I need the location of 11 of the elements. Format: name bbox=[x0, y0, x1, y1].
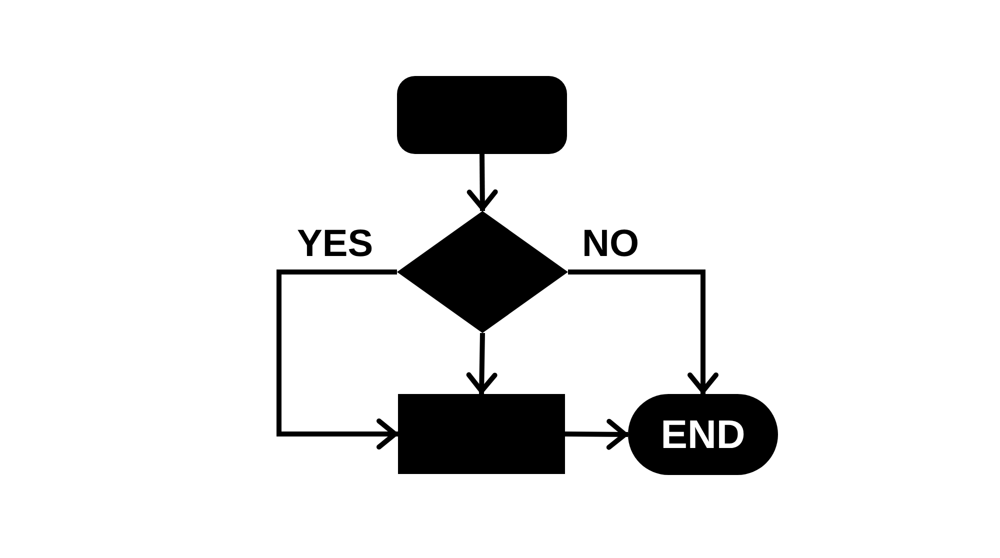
arrow bbox=[568, 270, 718, 394]
edge-label: NO bbox=[582, 225, 639, 263]
decision-diamond bbox=[397, 211, 568, 333]
arrow bbox=[276, 270, 398, 450]
arrow bbox=[564, 418, 628, 450]
node-label: END bbox=[660, 414, 746, 454]
edge-label: YES bbox=[297, 225, 374, 263]
process-box bbox=[398, 394, 565, 474]
arrow bbox=[466, 332, 498, 394]
rounded-box bbox=[397, 76, 567, 154]
arrow bbox=[466, 154, 498, 212]
